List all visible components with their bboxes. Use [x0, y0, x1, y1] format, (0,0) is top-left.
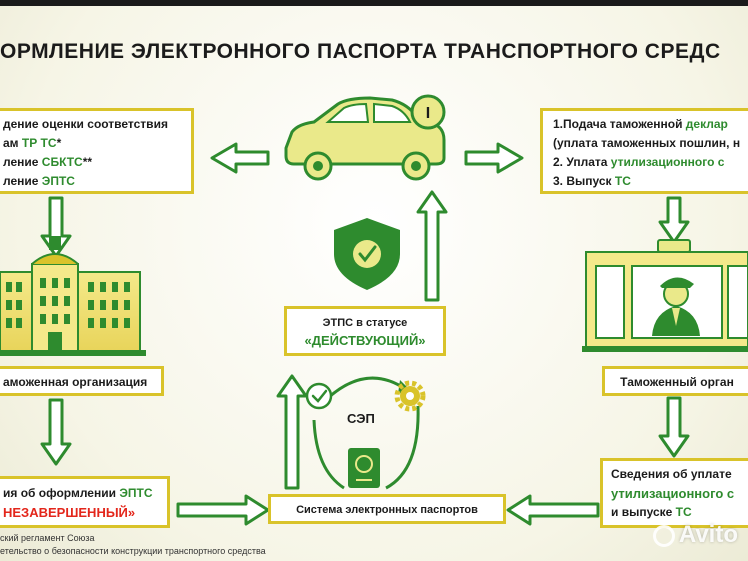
left-top-line1: дение оценки соответствия	[3, 117, 168, 131]
system-label: Система электронных паспортов	[296, 504, 478, 516]
left-bottom-line2: НЕЗАВЕРШЕННЫЙ»	[3, 505, 136, 520]
left-top-box: дение оценки соответствия ам ТР ТС* лени…	[0, 108, 194, 194]
footnote-1: ский регламент Союза	[0, 533, 95, 543]
left-top-line4-prefix: ление	[3, 174, 42, 188]
customs-label: Таможенный орган	[620, 375, 734, 389]
right-top-line1: 1.Подача таможенной деклар	[553, 115, 748, 134]
customs-box: Таможенный орган	[602, 366, 748, 396]
car-badge-text: I	[426, 105, 430, 122]
right-bottom-line3-bold: ТС	[675, 505, 692, 519]
shield-check-icon	[334, 218, 400, 290]
building-icon	[0, 236, 146, 356]
right-bottom-line3-prefix: и выпуске	[611, 505, 676, 519]
arrow-car-to-right	[464, 142, 524, 174]
top-bar	[0, 0, 748, 6]
right-top-line4-prefix: 3. Выпуск	[553, 174, 615, 188]
left-bottom-box: ия об оформлении ЭПТС НЕЗАВЕРШЕННЫЙ»	[0, 476, 170, 528]
left-org-label: аможенная организация	[3, 375, 148, 389]
left-bottom-line1-bold: ЭПТС	[119, 486, 153, 500]
left-top-line2-suffix: *	[56, 136, 62, 150]
left-top-line3: ление СБКТС**	[3, 153, 191, 172]
sep-label: СЭП	[347, 411, 375, 426]
left-top-line4: ление ЭПТС	[3, 172, 191, 191]
right-top-line1-bold: деклар	[685, 117, 728, 131]
left-top-line2-bold: ТР ТС	[21, 136, 57, 150]
left-top-line2: ам ТР ТС*	[3, 134, 191, 153]
arrow-customs-down	[658, 396, 690, 458]
right-top-line3-prefix: 2. Уплата	[553, 155, 611, 169]
passport-icon	[348, 448, 380, 488]
arrow-right-bottom-to-system	[506, 494, 600, 526]
check-circle-icon	[305, 382, 333, 410]
avito-watermark: Avito	[652, 521, 738, 549]
left-bottom-line1: ия об оформлении ЭПТС	[3, 484, 167, 503]
right-top-line1-prefix: 1.Подача таможенной	[553, 117, 686, 131]
status-line2: «ДЕЙСТВУЮЩИЙ»	[304, 333, 426, 348]
left-bottom-line1-prefix: ия об оформлении	[3, 486, 120, 500]
right-top-line3-bold: утилизационного с	[610, 155, 725, 169]
right-bottom-line1: Сведения об уплате	[611, 467, 732, 481]
footnote-2: етельство о безопасности конструкции тра…	[0, 546, 266, 556]
left-org-box: аможенная организация	[0, 366, 164, 396]
status-box: ЭТПС в статусе «ДЕЙСТВУЮЩИЙ»	[284, 306, 446, 356]
right-top-line4-bold: ТС	[614, 174, 631, 188]
system-box: Система электронных паспортов	[268, 494, 506, 524]
arrow-system-up	[276, 374, 308, 490]
diagram-title: ОРМЛЕНИЕ ЭЛЕКТРОННОГО ПАСПОРТА ТРАНСПОРТ…	[0, 40, 721, 63]
left-top-line3-prefix: ление	[3, 155, 42, 169]
customs-officer-icon	[652, 277, 700, 336]
right-top-line4: 3. Выпуск ТС	[553, 172, 748, 191]
avito-logo-icon	[652, 524, 675, 547]
right-top-box: 1.Подача таможенной деклар (уплата тамож…	[540, 108, 748, 194]
arrow-status-to-car	[416, 190, 448, 302]
left-top-line3-suffix: **	[82, 155, 93, 169]
arrow-left-org-down	[40, 398, 72, 466]
right-bottom-line3: и выпуске ТС	[611, 503, 748, 522]
arrow-car-to-left	[210, 142, 270, 174]
right-bottom-box: Сведения об уплате утилизационного с и в…	[600, 458, 748, 528]
left-top-line2-prefix: ам	[3, 136, 22, 150]
gear-icon	[394, 380, 426, 412]
arrow-right-top-down	[658, 196, 690, 244]
arrow-left-bottom-to-system	[176, 494, 270, 526]
right-bottom-line2: утилизационного с	[611, 486, 735, 501]
right-top-line2: (уплата таможенных пошлин, н	[553, 136, 741, 150]
right-top-line3: 2. Уплата утилизационного с	[553, 153, 748, 172]
watermark-text: Avito	[678, 521, 738, 548]
status-line1: ЭТПС в статусе	[322, 317, 408, 329]
left-top-line4-bold: ЭПТС	[41, 174, 75, 188]
car-info-badge-icon	[410, 94, 446, 130]
left-top-line3-bold: СБКТС	[41, 155, 83, 169]
